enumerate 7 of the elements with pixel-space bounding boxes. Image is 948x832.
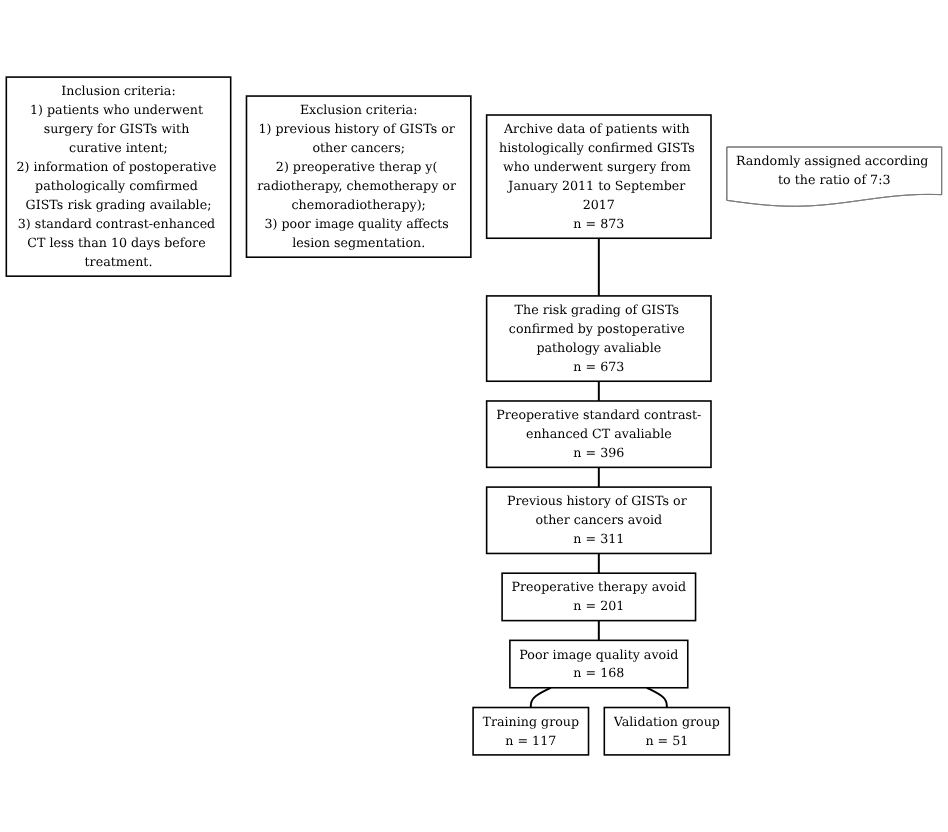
connector [645,686,668,709]
connector [597,237,600,297]
connector [597,552,600,575]
connector [597,466,600,489]
connector [529,686,552,709]
connector [597,619,600,642]
connector [597,380,600,402]
